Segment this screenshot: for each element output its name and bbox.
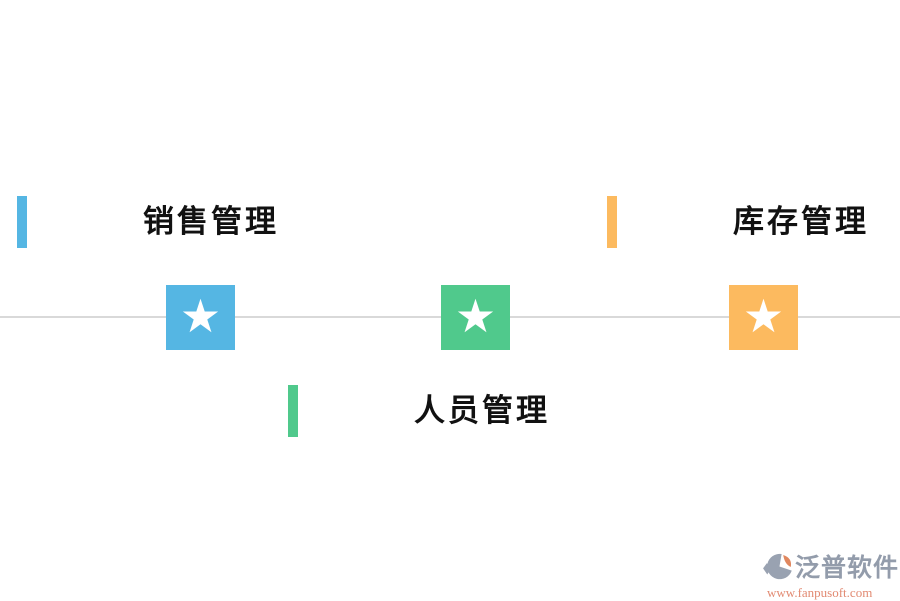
inventory-star-tile: ★ bbox=[729, 285, 798, 350]
milestone-label-inventory: 库存管理 bbox=[607, 196, 900, 248]
personnel-title: 人员管理 bbox=[414, 393, 550, 428]
milestone-label-personnel: 人员管理 bbox=[288, 385, 676, 437]
watermark: 泛普软件 www.fanpusoft.com bbox=[763, 548, 898, 601]
personnel-star-tile: ★ bbox=[441, 285, 510, 350]
star-icon: ★ bbox=[179, 289, 222, 342]
fanpu-logo-icon bbox=[763, 553, 792, 580]
star-icon: ★ bbox=[742, 289, 785, 342]
inventory-title: 库存管理 bbox=[733, 204, 869, 239]
sales-star-tile: ★ bbox=[166, 285, 235, 350]
milestone-label-sales: 销售管理 bbox=[17, 196, 405, 248]
star-icon: ★ bbox=[454, 289, 497, 342]
sales-title: 销售管理 bbox=[143, 204, 279, 239]
watermark-url-text: www.fanpusoft.com bbox=[767, 585, 873, 600]
personnel-accent-bar bbox=[288, 385, 298, 437]
watermark-brand-text: 泛普软件 bbox=[795, 555, 900, 582]
inventory-accent-bar bbox=[607, 196, 617, 248]
sales-accent-bar bbox=[17, 196, 27, 248]
